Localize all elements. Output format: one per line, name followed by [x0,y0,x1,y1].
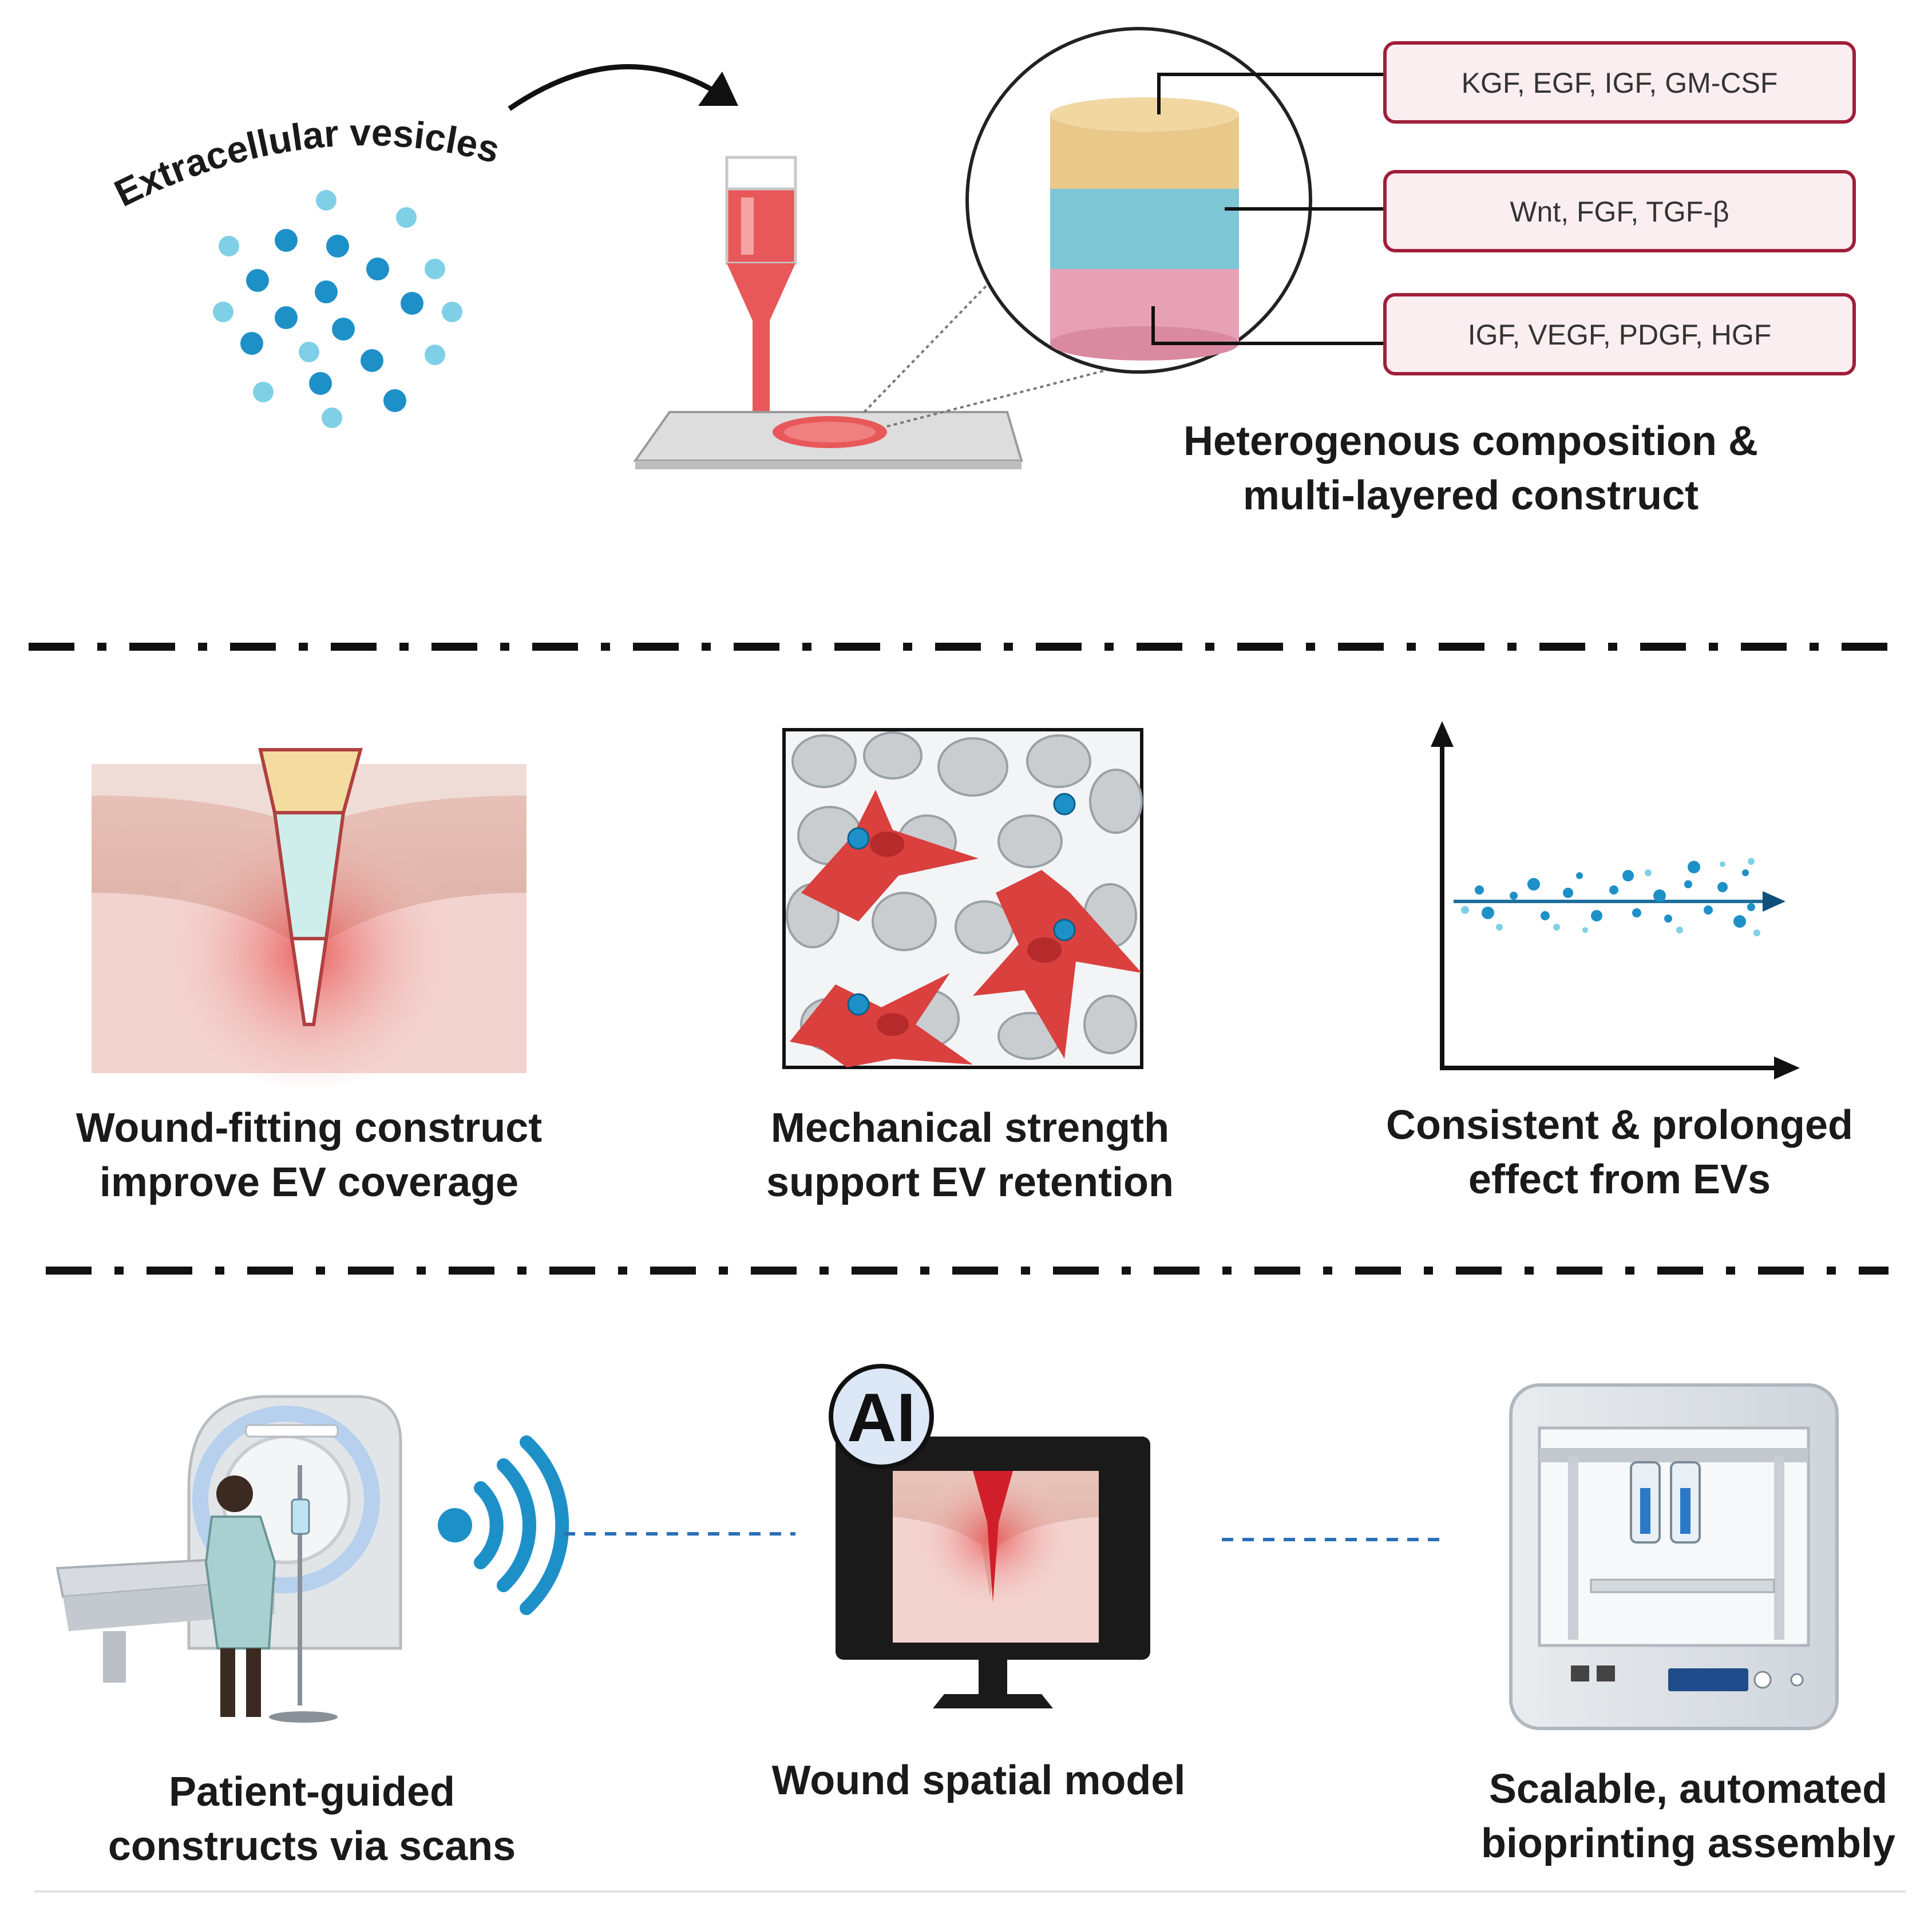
curved-arrow-icon [508,64,738,111]
ev-label: Extracellular vesicles [108,111,504,215]
bioprinter-icon [1509,1383,1839,1730]
layered-construct-zoom [965,27,1312,374]
gf-box-3: IGF, VEGF, PDGF, HGF [1383,293,1856,375]
gf-connectors [1151,73,1385,345]
wound-tissue-illustration [92,748,526,1087]
mid-caption-2-line1: Mechanical strength [771,1105,1169,1151]
gf-label: KGF, EGF, IGF, GM-CSF [1462,67,1778,99]
mid-caption-1-line2: improve EV coverage [100,1160,518,1205]
bottom-caption-1-line2: constructs via scans [108,1823,516,1869]
iv-pole [298,1465,302,1706]
top-caption-line1: Heterogenous composition & [1183,418,1758,464]
gf-label: IGF, VEGF, PDGF, HGF [1468,319,1772,351]
patient-head [216,1475,253,1512]
mri-scanner-icon [56,1395,402,1723]
zoom-line [886,365,1122,428]
gf-label: Wnt, FGF, TGF-β [1510,196,1729,228]
ev-dot-cluster [213,190,462,428]
bottom-caption-3-line2: bioprinting assembly [1481,1821,1895,1866]
ai-badge: AI [829,1364,934,1469]
gf-box-2: Wnt, FGF, TGF-β [1383,170,1856,252]
gf-box-1: KGF, EGF, IGF, GM-CSF [1383,41,1856,124]
middle-section: Wound-fitting construct improve EV cover… [76,721,1853,1205]
bottom-caption-1-line1: Patient-guided [169,1769,455,1815]
release-profile-graph [1431,721,1800,1079]
bottom-section: AI Patient-guided constructs via scans W… [56,1364,1895,1869]
porous-scaffold-illustration [782,728,1143,1069]
bottom-caption-3-line1: Scalable, automated [1489,1766,1887,1812]
patient-gown [204,1516,276,1649]
monitor-icon [836,1437,1150,1708]
print-bed [633,411,1023,469]
mid-caption-3-line2: effect from EVs [1468,1157,1771,1202]
top-section: Extracellular vesicles [108,27,1856,519]
mid-caption-1-line1: Wound-fitting construct [76,1105,543,1151]
mid-caption-2-line2: support EV retention [766,1160,1174,1205]
bioprinter-nozzle-icon [725,156,797,426]
bottom-caption-2-line1: Wound spatial model [772,1758,1186,1803]
mid-caption-3-line1: Consistent & prolonged [1386,1102,1853,1148]
wireless-signal-icon [438,1435,569,1615]
ai-label: AI [847,1379,916,1456]
top-caption-line2: multi-layered construct [1243,473,1699,519]
